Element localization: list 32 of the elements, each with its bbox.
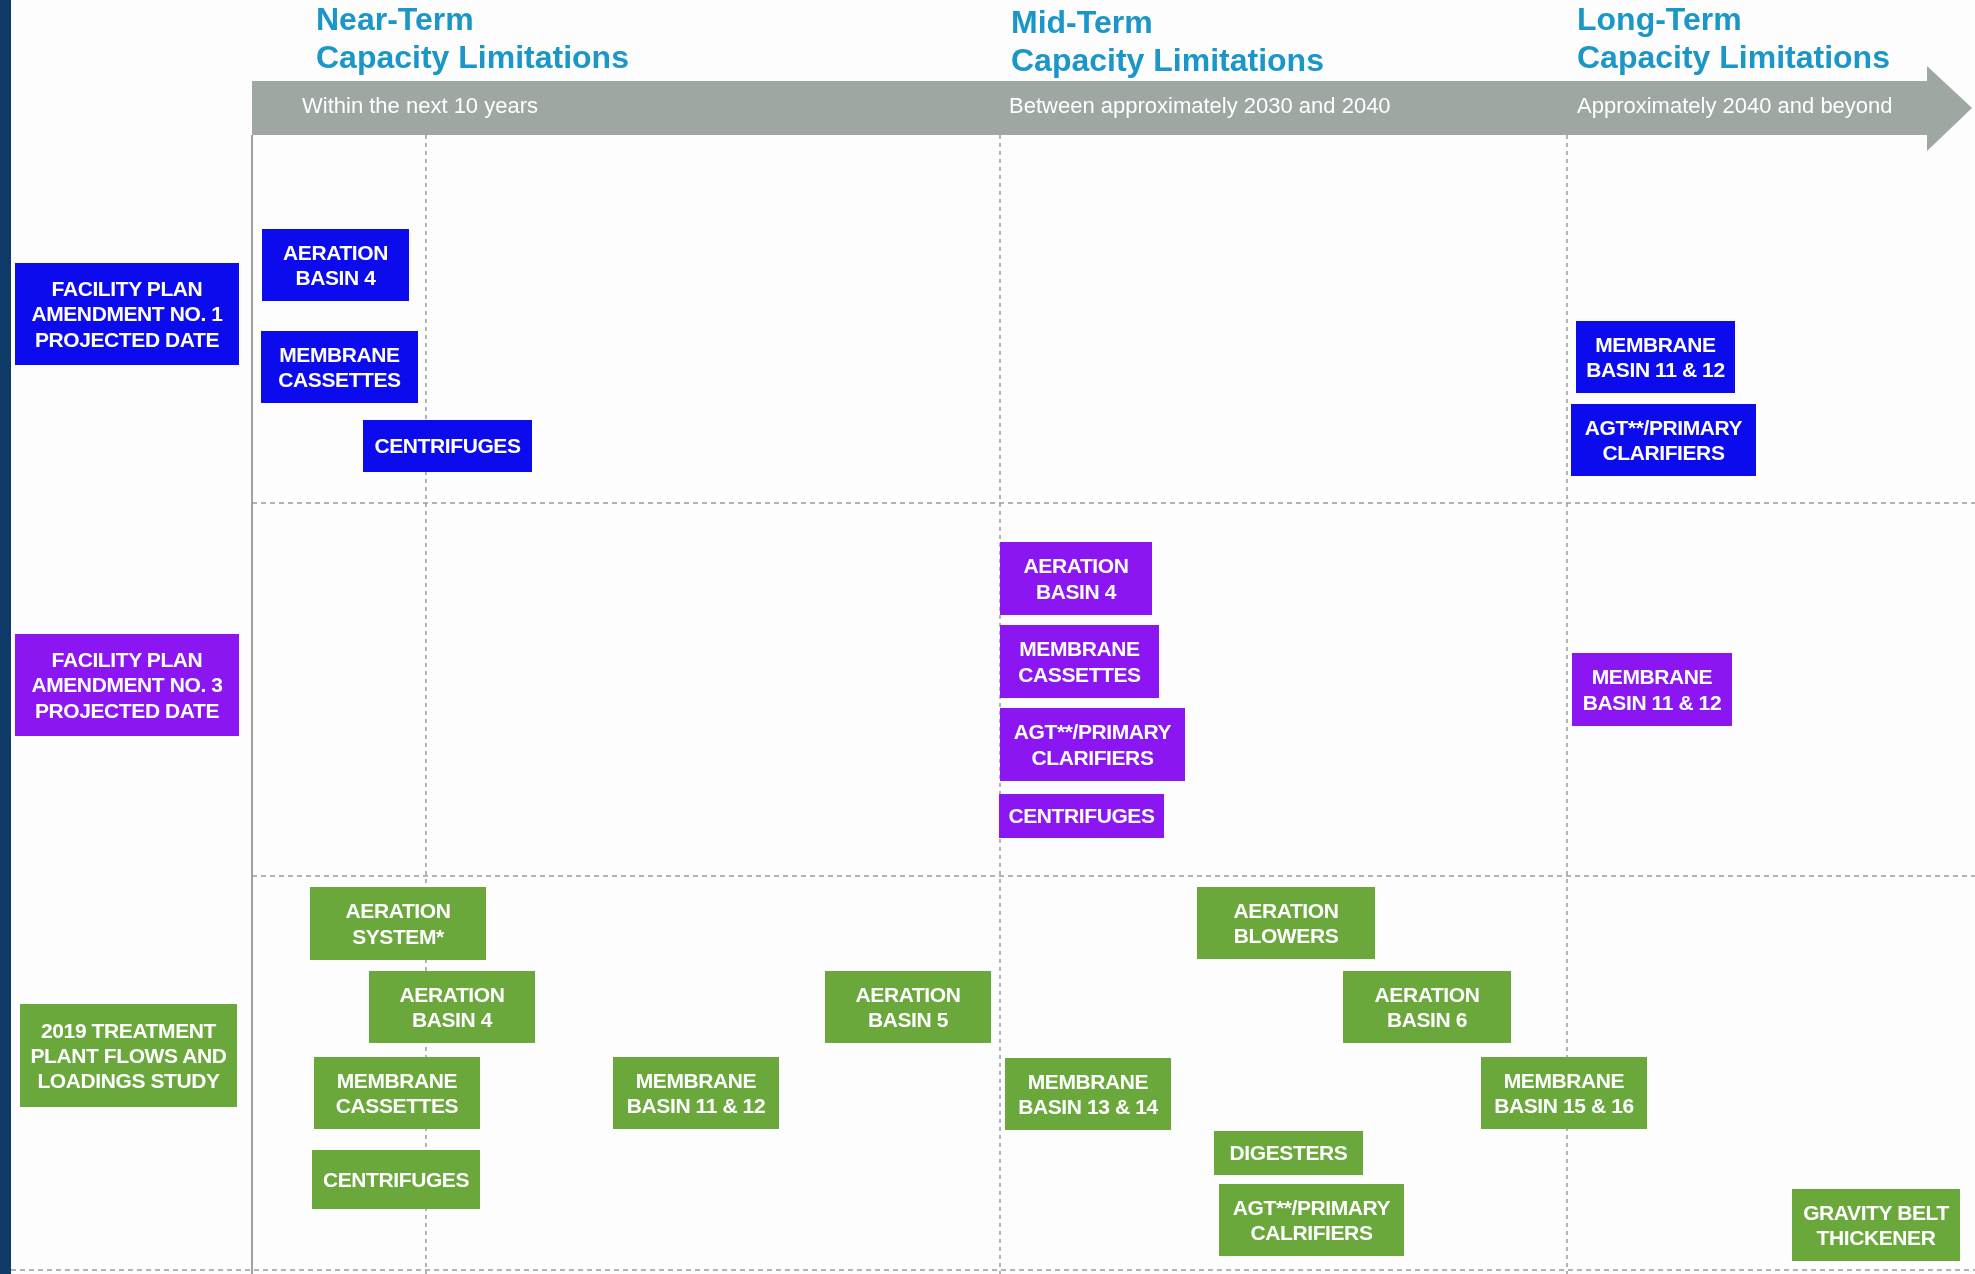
component-box: MEMBRANE BASIN 11 & 12 — [613, 1057, 779, 1129]
row-header: FACILITY PLAN AMENDMENT NO. 3 PROJECTED DATE — [15, 634, 239, 736]
component-box: MEMBRANE BASIN 11 & 12 — [1576, 321, 1735, 393]
component-box: AERATION BASIN 6 — [1343, 971, 1511, 1043]
component-box: MEMBRANE BASIN 11 & 12 — [1572, 653, 1732, 726]
component-box: AERATION BLOWERS — [1197, 887, 1375, 959]
component-box: DIGESTERS — [1214, 1131, 1363, 1175]
row-header: 2019 TREATMENT PLANT FLOWS AND LOADINGS STUDY — [20, 1004, 237, 1107]
component-box: MEMBRANE BASIN 15 & 16 — [1481, 1057, 1647, 1129]
component-box: GRAVITY BELT THICKENER — [1792, 1189, 1960, 1261]
period-range: Within the next 10 years — [302, 93, 538, 119]
component-box: AGT**/PRIMARY CLARIFIERS — [1000, 708, 1185, 781]
component-box: AERATION BASIN 4 — [262, 229, 409, 301]
period-heading: Long-Term Capacity Limitations — [1577, 0, 1890, 77]
component-box: AGT**/PRIMARY CALRIFIERS — [1219, 1184, 1404, 1256]
component-box: CENTRIFUGES — [312, 1150, 480, 1209]
period-range: Approximately 2040 and beyond — [1577, 93, 1893, 119]
component-box: AERATION SYSTEM* — [310, 887, 486, 960]
component-box: MEMBRANE BASIN 13 & 14 — [1005, 1058, 1171, 1130]
period-heading: Near-Term Capacity Limitations — [316, 0, 629, 77]
component-box: CENTRIFUGES — [363, 420, 532, 472]
component-box: AERATION BASIN 4 — [1000, 542, 1152, 615]
component-box: AERATION BASIN 5 — [825, 971, 991, 1043]
component-box: AGT**/PRIMARY CLARIFIERS — [1571, 404, 1756, 476]
component-box: MEMBRANE CASSETTES — [314, 1057, 480, 1129]
row-header: FACILITY PLAN AMENDMENT NO. 1 PROJECTED DATE — [15, 263, 239, 365]
period-heading: Mid-Term Capacity Limitations — [1011, 3, 1324, 80]
component-box: CENTRIFUGES — [999, 794, 1164, 838]
period-range: Between approximately 2030 and 2040 — [1009, 93, 1391, 119]
component-box: MEMBRANE CASSETTES — [1000, 625, 1159, 698]
component-box: AERATION BASIN 4 — [369, 971, 535, 1043]
component-box: MEMBRANE CASSETTES — [261, 331, 418, 403]
